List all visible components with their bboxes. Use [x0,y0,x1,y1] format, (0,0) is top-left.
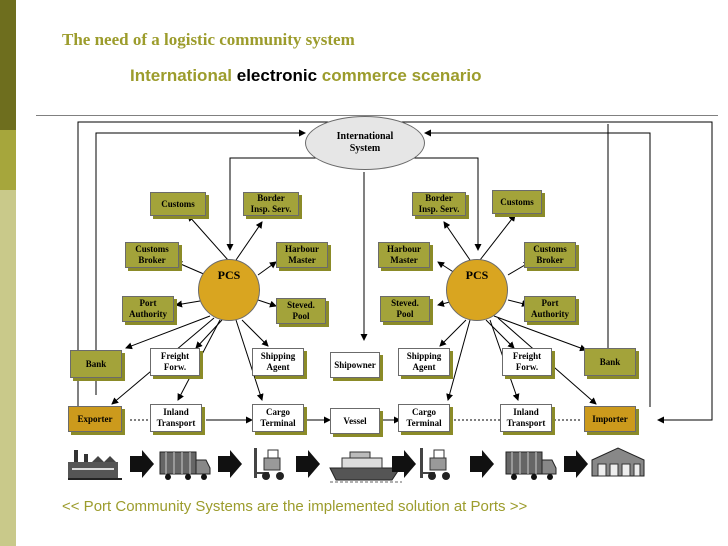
left-stevedoring-pool-box: Steved.Pool [276,298,326,324]
vessel-box: Vessel [330,408,380,434]
right-bank-box: Bank [584,348,636,376]
subtitle-part-2: electronic [236,66,318,85]
left-bank-box: Bank [70,350,122,378]
exporter-to-intl-line [95,129,306,395]
subtitle-part-3: commerce scenario [321,66,482,85]
left-customs-box: Customs [150,192,206,216]
right-customs-box: Customs [492,190,542,214]
intl-to-left-pcs-line [226,157,320,251]
sidebar-block-mid [0,130,16,190]
intl-label-line2: System [349,143,381,154]
exporter-box: Exporter [68,406,122,432]
slide-title: The need of a logistic community system [62,30,355,49]
outer-loop-line [77,121,713,425]
intl-to-right-pcs-line [410,157,482,251]
right-stevedoring-pool-box: Steved.Pool [380,296,430,322]
left-pcs-node: PCS [198,259,260,321]
right-spokes [437,214,597,405]
intl-label-line1: International [336,131,394,142]
right-pcs-node: PCS [446,259,508,321]
frame-lines [77,121,713,425]
sidebar-block-light [0,190,16,546]
slide-footer: << Port Community Systems are the implem… [62,498,528,515]
international-system-node: International System [305,116,425,170]
subtitle-part-1: International [130,66,233,85]
importer-box: Importer [584,406,636,432]
shipowner-box: Shipowner [330,352,380,378]
sidebar-block-dark [0,0,16,130]
importer-to-intl-line [424,129,651,407]
title-divider [36,115,718,116]
sidebar-accent [0,0,16,546]
slide-subtitle: International electronic commerce scenar… [130,66,482,86]
